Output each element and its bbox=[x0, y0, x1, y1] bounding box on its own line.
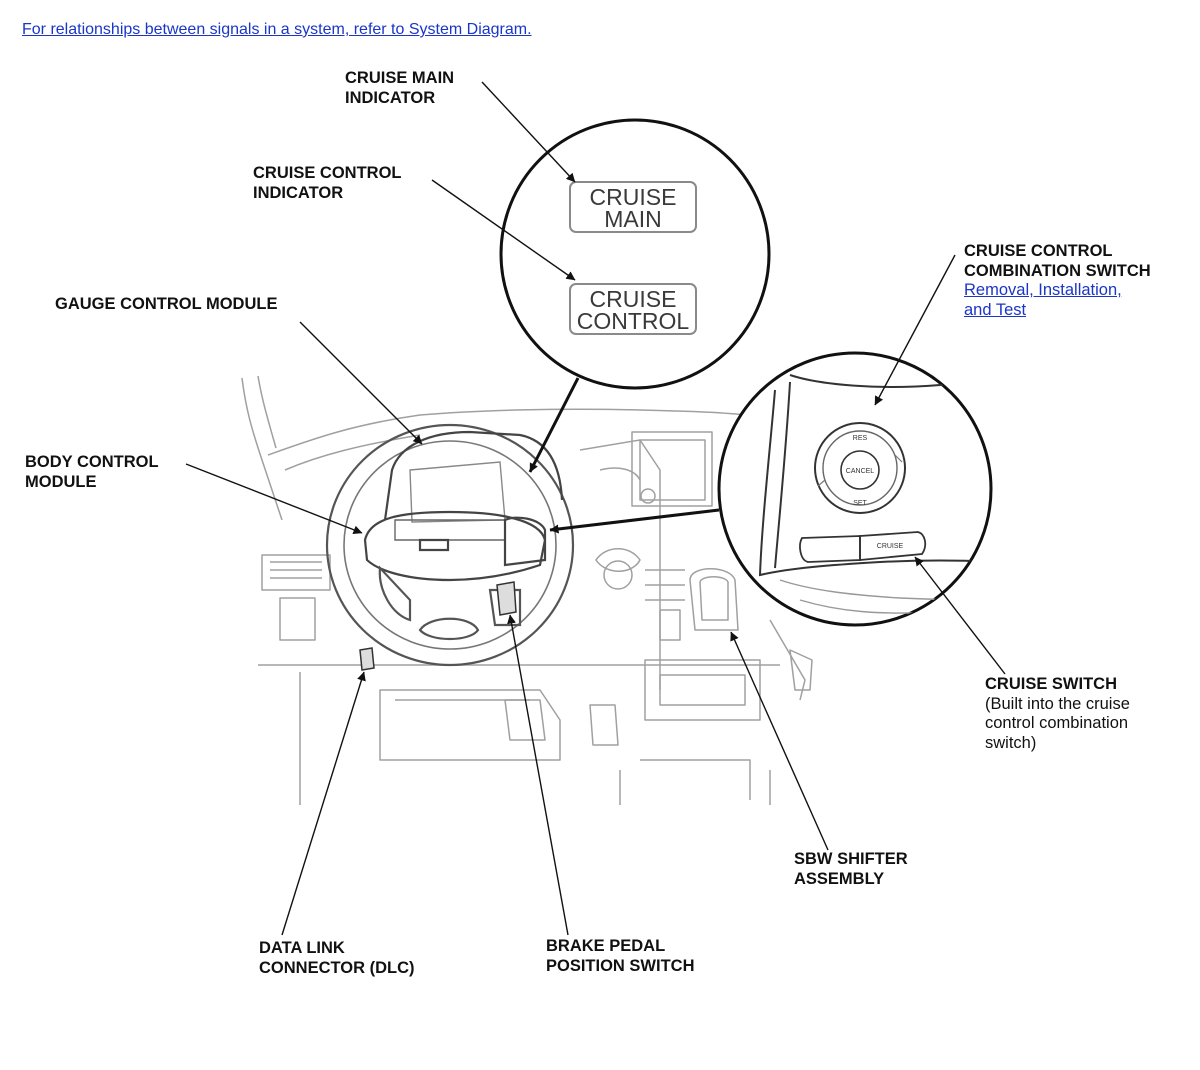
dashboard-drawing bbox=[241, 375, 813, 805]
leader-cruise-control bbox=[431, 179, 576, 281]
leader-cruise-main bbox=[481, 81, 576, 183]
cancel-label: CANCEL bbox=[846, 468, 875, 475]
label-data-link-connector: DATA LINK CONNECTOR (DLC) bbox=[259, 939, 415, 977]
cruise-control-line1: CRUISE bbox=[590, 286, 677, 312]
cruise-main-line1: CRUISE bbox=[590, 184, 677, 210]
switch-magnifier: RES CANCEL SET CRUISE bbox=[717, 351, 993, 627]
label-cruise-control-combination-switch: CRUISE CONTROL COMBINATION SWITCH Remova… bbox=[964, 242, 1151, 319]
system-diagram-link[interactable]: For relationships between signals in a s… bbox=[22, 21, 532, 38]
cruise-button-label: CRUISE bbox=[877, 543, 904, 550]
leader-lines bbox=[185, 81, 1006, 936]
label-cruise-switch: CRUISE SWITCH (Built into the cruise con… bbox=[985, 675, 1130, 752]
set-label: SET bbox=[853, 500, 867, 507]
cruise-main-line2: MAIN bbox=[604, 206, 662, 232]
cruise-control-line2: CONTROL bbox=[577, 308, 690, 334]
label-cruise-main-indicator: CRUISE MAIN INDICATOR bbox=[345, 69, 455, 107]
label-gauge-control-module: GAUGE CONTROL MODULE bbox=[55, 295, 278, 313]
indicator-magnifier: CRUISE MAIN CRUISE CONTROL bbox=[499, 118, 771, 390]
label-brake-pedal-position-switch: BRAKE PEDAL POSITION SWITCH bbox=[546, 937, 695, 975]
leader-dlc bbox=[281, 671, 366, 936]
steering-wheel bbox=[325, 423, 575, 667]
dlc-part bbox=[359, 647, 375, 671]
cruise-main-indicator-lamp bbox=[569, 181, 697, 233]
label-sbw-shifter-assembly: SBW SHIFTER ASSEMBLY bbox=[794, 850, 908, 888]
leader-gauge bbox=[299, 321, 423, 445]
removal-installation-test-link[interactable]: Removal, Installation, and Test bbox=[964, 281, 1122, 319]
label-cruise-control-indicator: CRUISE CONTROL INDICATOR bbox=[253, 164, 402, 202]
res-label: RES bbox=[853, 435, 868, 442]
leader-cruise-switch bbox=[914, 556, 1006, 675]
leader-combo-switch bbox=[874, 254, 956, 406]
leader-sbw bbox=[730, 631, 829, 851]
leader-bcm bbox=[185, 463, 363, 535]
label-body-control-module: BODY CONTROL MODULE bbox=[25, 453, 159, 491]
cruise-control-indicator-lamp bbox=[569, 283, 697, 335]
connector-switch-circle bbox=[549, 508, 720, 534]
connector-indicator-circle bbox=[528, 377, 580, 473]
leader-brake bbox=[507, 614, 569, 936]
